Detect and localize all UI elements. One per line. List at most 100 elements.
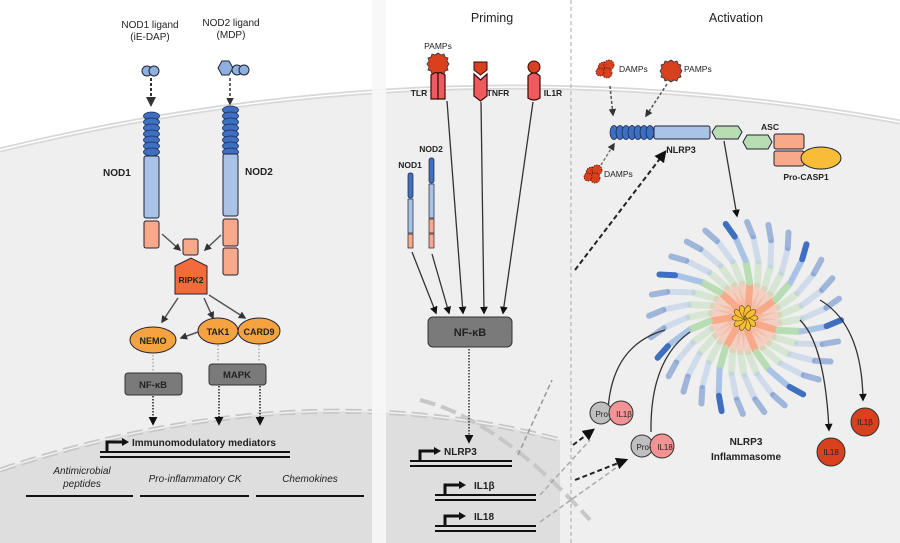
output-amp-line1: Antimicrobial bbox=[52, 466, 111, 477]
priming-panel: Priming PAMPs TLR TNFR IL1R NOD1 NOD2 bbox=[398, 11, 621, 532]
il18-mature-label: IL18 bbox=[823, 448, 839, 457]
inflammasome-lrr-segment bbox=[765, 221, 775, 244]
nod1-receptor bbox=[143, 111, 160, 249]
inflammasome-lrr-segment bbox=[733, 396, 746, 417]
inflammasome-nacht-segment bbox=[674, 339, 696, 364]
inflammasome-nacht-segment bbox=[798, 323, 828, 335]
nemo-label: NEMO bbox=[140, 336, 167, 346]
nod2-small-receptor bbox=[428, 157, 435, 249]
nlrp3-protein bbox=[609, 125, 743, 140]
inflammasome-card-segment bbox=[709, 302, 737, 316]
inflammasome-card-segment bbox=[750, 286, 768, 311]
pro-il18-prefix: Pro- bbox=[636, 443, 651, 452]
inflammasome-pyd-segment bbox=[707, 270, 730, 291]
nfkb-label-priming: NF-κB bbox=[454, 327, 486, 339]
damps-label-bottom: DAMPs bbox=[604, 169, 633, 179]
inflammasome-lrr-segment bbox=[680, 373, 691, 395]
inflammasome-lrr-segment bbox=[654, 343, 671, 361]
inflammasome-nacht-segment bbox=[754, 371, 775, 397]
inflammasome-nacht-segment bbox=[741, 372, 758, 401]
inflammasome-card-segment bbox=[724, 285, 743, 309]
pro-il1b-complex bbox=[589, 400, 634, 426]
ripk2-label: RIPK2 bbox=[178, 275, 203, 285]
activation-panel: Activation DAMPs PAMPs DAMPs NLRP3 ASC P… bbox=[572, 11, 880, 481]
inflammasome-pyd-segment bbox=[777, 303, 804, 319]
inflammasome-label-line2: Inflammasome bbox=[711, 452, 781, 463]
pamps-icon-activation bbox=[659, 59, 683, 83]
output-amp-line2: peptides bbox=[62, 479, 101, 490]
nod2-label-priming: NOD2 bbox=[419, 144, 443, 154]
inflammasome-lrr-segment bbox=[819, 275, 836, 293]
ripk2-node bbox=[174, 238, 208, 295]
procasp1-protein bbox=[773, 146, 842, 170]
inflammasome-nacht-segment bbox=[794, 272, 816, 297]
inflammasome-lrr-segment bbox=[810, 256, 825, 277]
tak1-label: TAK1 bbox=[207, 327, 230, 337]
inflammasome-card-segment bbox=[736, 328, 746, 356]
inflammasome-pyd-segment bbox=[691, 289, 719, 302]
inflammasome-pyd-segment bbox=[771, 334, 799, 347]
inflammasome-pyd-segment bbox=[685, 309, 713, 321]
inflammasome-pyd-segment bbox=[686, 317, 713, 333]
inflammasome-nacht-segment bbox=[750, 235, 762, 265]
inflammasome-lrr-segment bbox=[812, 357, 834, 365]
inflammasome-lrr-segment bbox=[648, 288, 671, 298]
inflammasome-nacht-segment bbox=[685, 258, 713, 276]
inflammasome-nacht-segment bbox=[794, 340, 824, 348]
il18-mature bbox=[816, 437, 846, 467]
pro-il18-name: IL18 bbox=[657, 443, 673, 452]
inflammasome-lrr-segment bbox=[668, 253, 690, 264]
il1b-gene bbox=[435, 481, 536, 501]
damp-particle bbox=[595, 67, 605, 77]
nod2-receptor bbox=[222, 105, 239, 276]
pro-il1b-prefix: Pro- bbox=[595, 410, 610, 419]
inflammasome-card-segment bbox=[729, 326, 743, 354]
card9-label: CARD9 bbox=[243, 327, 274, 337]
tlr-label: TLR bbox=[411, 88, 428, 98]
damps-icon-top bbox=[595, 59, 615, 79]
inflammasome-pyd-segment bbox=[775, 291, 800, 311]
inflammasome-nacht-segment bbox=[767, 239, 775, 269]
inflammasome-label-line1: NLRP3 bbox=[730, 437, 763, 448]
il18-gene-label: IL18 bbox=[474, 512, 494, 523]
inflammasome-card-segment bbox=[754, 297, 778, 316]
pamps-label-priming: PAMPs bbox=[424, 41, 452, 51]
inflammasome-lrr-segment bbox=[823, 317, 844, 330]
tnfr-receptor bbox=[473, 61, 488, 102]
nod2-ligand-sublabel: (MDP) bbox=[217, 30, 246, 41]
tlr-receptor bbox=[426, 52, 450, 100]
left-panel: NOD1 ligand (iE-DAP) NOD2 ligand (MDP) N… bbox=[26, 18, 364, 497]
inflammasome-card-segment bbox=[722, 325, 740, 350]
inflammasome-lrr-segment bbox=[752, 396, 768, 416]
nfkb-label-left: NF-κB bbox=[139, 380, 167, 391]
inflammasome-nacht-segment bbox=[728, 371, 740, 401]
inflammasome-pyd-segment bbox=[744, 350, 760, 377]
nlrp3-gene bbox=[410, 447, 512, 467]
nod2-label: NOD2 bbox=[245, 167, 273, 178]
inflammasome-card-segment bbox=[741, 328, 752, 356]
il1r-receptor bbox=[527, 60, 541, 101]
inflammasome-nacht-segment bbox=[732, 235, 749, 264]
il1b-mature bbox=[850, 407, 880, 437]
inflammasome-nacht-segment bbox=[798, 288, 824, 309]
gene-label: Immunomodulatory mediators bbox=[132, 438, 276, 449]
inflammasome-pyd-segment bbox=[690, 325, 715, 345]
ie-dap-ligand-icon bbox=[141, 65, 160, 77]
inflammasome-card-segment bbox=[755, 304, 781, 319]
inflammasome-pyd-segment bbox=[772, 280, 793, 303]
nod1-label: NOD1 bbox=[103, 168, 131, 179]
output-proinflammatory-ck: Pro-inflammatory CK bbox=[149, 474, 243, 485]
inflammasome-pyd-segment bbox=[761, 264, 774, 292]
immunomodulatory-gene bbox=[100, 438, 290, 458]
inflammasome-card-segment bbox=[709, 317, 735, 332]
caspase1-core bbox=[745, 309, 757, 319]
inflammasome-pyd-segment bbox=[728, 348, 737, 376]
inflammasome-card-segment bbox=[747, 327, 766, 351]
inflammasome-lrr-segment bbox=[683, 238, 704, 253]
nlrp3-protein-label: NLRP3 bbox=[666, 145, 696, 155]
asc-protein bbox=[742, 133, 805, 150]
inflammasome-nacht-segment bbox=[787, 258, 805, 286]
inflammasome-pyd-segment bbox=[716, 344, 729, 372]
mapk-box bbox=[208, 363, 267, 386]
